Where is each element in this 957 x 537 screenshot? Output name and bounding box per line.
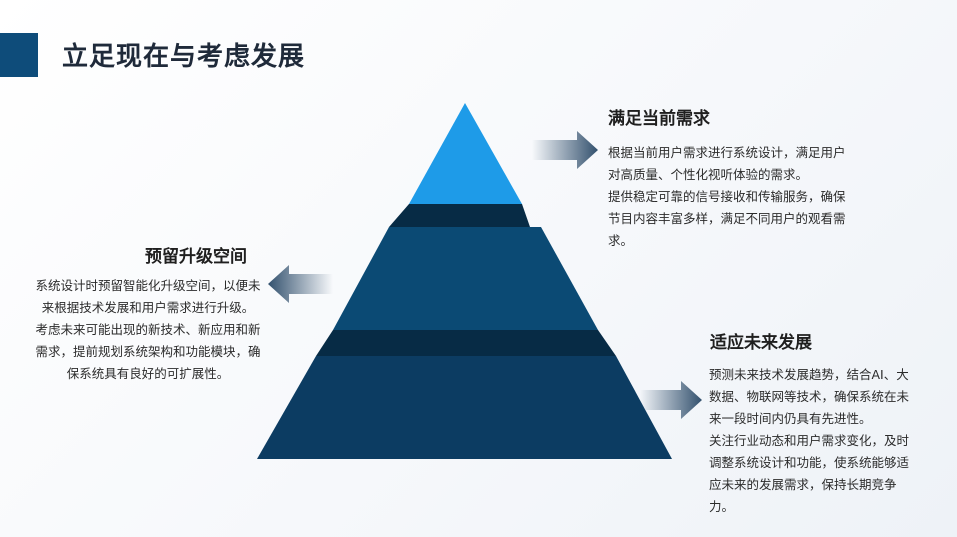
text-current-needs: 根据当前用户需求进行系统设计，满足用户对高质量、个性化视听体验的需求。 提供稳定… [608,142,853,252]
current-needs-para-2: 提供稳定可靠的信号接收和传输服务，确保节目内容丰富多样，满足不同用户的观看需求。 [608,189,846,248]
arrow-right-bottom [640,381,702,419]
heading-upgrade-space: 预留升级空间 [145,247,247,267]
pyramid-joint-upper [389,204,530,227]
pyramid-tier-top [409,103,522,204]
pyramid-tier-middle [333,227,598,330]
heading-current-needs: 满足当前需求 [608,109,710,129]
future-development-para-1: 预测未来技术发展趋势，结合AI、大数据、物联网等技术，确保系统在未来一段时间内仍… [709,367,910,426]
text-upgrade-space: 系统设计时预留智能化升级空间，以便未来根据技术发展和用户需求进行升级。 考虑未来… [34,275,262,385]
current-needs-para-1: 根据当前用户需求进行系统设计，满足用户对高质量、个性化视听体验的需求。 [608,145,846,182]
text-future-development: 预测未来技术发展趋势，结合AI、大数据、物联网等技术，确保系统在未来一段时间内仍… [709,364,914,518]
page-title: 立足现在与考虑发展 [62,42,306,72]
pyramid-joint-lower [316,330,616,356]
title-accent-bar [0,33,38,77]
future-development-para-2: 关注行业动态和用户需求变化，及时调整系统设计和功能，使系统能够适应未来的发展需求… [709,433,910,514]
heading-future-development: 适应未来发展 [710,333,812,353]
arrow-left-middle [268,265,333,303]
pyramid-tier-bottom [257,356,672,459]
upgrade-space-para-1: 系统设计时预留智能化升级空间，以便未来根据技术发展和用户需求进行升级。 [35,278,261,315]
arrow-right-top [532,131,598,169]
upgrade-space-para-2: 考虑未来可能出现的新技术、新应用和新需求，提前规划系统架构和功能模块，确保系统具… [35,322,261,381]
